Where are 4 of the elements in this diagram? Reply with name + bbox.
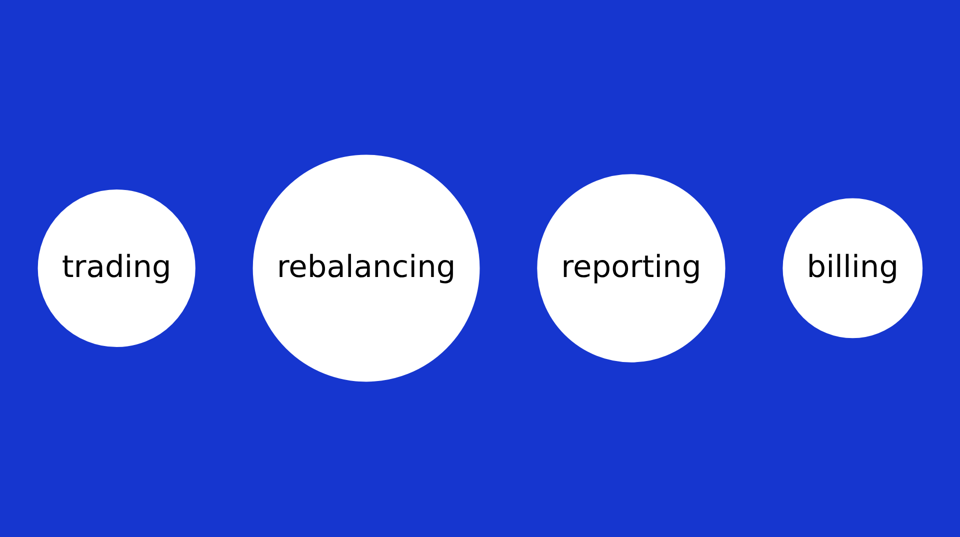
- node-circle: billing: [782, 198, 922, 338]
- node-circle: reporting: [536, 174, 726, 363]
- node-circle: trading: [38, 190, 196, 348]
- node-circle: rebalancing: [252, 155, 480, 382]
